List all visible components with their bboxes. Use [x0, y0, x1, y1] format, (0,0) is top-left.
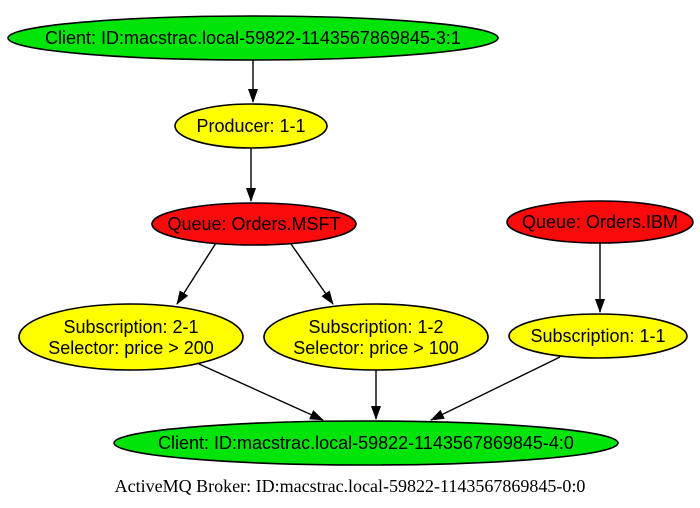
node-client-bottom-label: Client: ID:macstrac.local-59822-11435678…: [158, 433, 574, 453]
node-subscription-1-2-label-line2: Selector: price > 100: [293, 338, 459, 358]
node-subscription-1-2-label-line1: Subscription: 1-2: [308, 317, 443, 337]
broker-caption: ActiveMQ Broker: ID:macstrac.local-59822…: [114, 476, 586, 496]
edge-queue-msft-to-sub-2-1: [176, 242, 217, 305]
node-subscription-1-2: [263, 303, 489, 371]
node-producer: [174, 103, 328, 149]
edge-queue-msft-to-sub-1-2: [290, 243, 334, 305]
node-producer-label: Producer: 1-1: [196, 116, 305, 136]
node-client-bottom: [113, 420, 619, 466]
node-subscription-1-1-label: Subscription: 1-1: [530, 326, 665, 346]
node-queue-ibm-label: Queue: Orders.IBM: [522, 212, 678, 232]
edge-sub-2-1-to-client-bottom: [198, 363, 324, 421]
node-queue-msft-label: Queue: Orders.MSFT: [167, 214, 340, 234]
node-client-top-label: Client: ID:macstrac.local-59822-11435678…: [45, 28, 461, 48]
node-queue-msft: [151, 202, 357, 246]
node-subscription-2-1-label-line1: Subscription: 2-1: [63, 317, 198, 337]
node-subscription-1-1: [508, 313, 688, 359]
node-client-top: [7, 15, 499, 61]
node-subscription-2-1: [18, 303, 244, 371]
node-subscription-2-1-label-line2: Selector: price > 200: [48, 338, 214, 358]
edge-sub-1-1-to-client-bottom: [430, 356, 561, 421]
node-queue-ibm: [506, 200, 694, 244]
